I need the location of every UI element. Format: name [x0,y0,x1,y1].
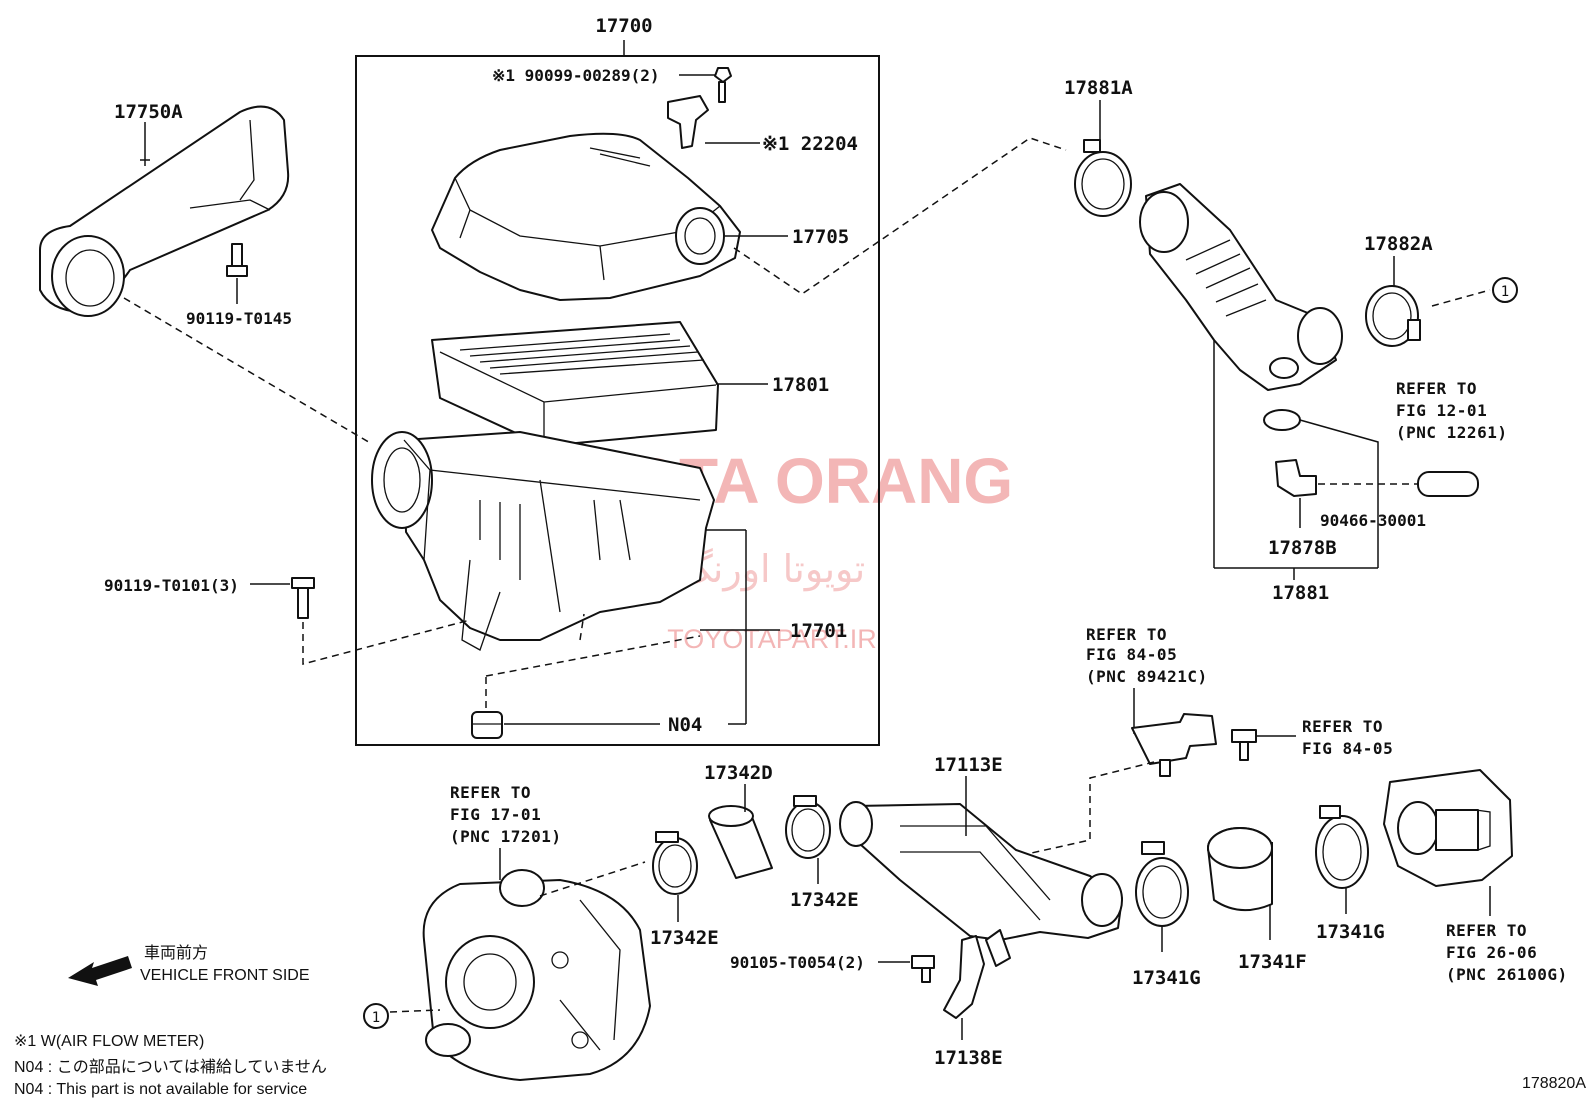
label-n04[interactable]: N04 [668,714,702,736]
assembly-box-17700 [355,55,880,746]
ref-circle-1-bottom-label: 1 [372,1010,380,1026]
label-17341g-right[interactable]: 17341G [1316,921,1385,943]
clamp-17341g-right[interactable] [1315,805,1369,889]
label-17342e-right[interactable]: 17342E [790,889,859,911]
label-17701[interactable]: 17701 [790,620,847,642]
ref-circle-1-top-label: 1 [1501,284,1509,300]
label-17341f[interactable]: 17341F [1238,951,1307,973]
ref-fig-26-06[interactable]: REFER TO FIG 26-06 (PNC 26100G) [1446,921,1568,984]
intake-pipe-17113e[interactable] [839,801,1123,967]
clamp-17342e-right[interactable] [785,795,831,859]
ref-fig12-line3: (PNC 12261) [1396,423,1507,442]
hose-17341f[interactable] [1207,827,1273,911]
figure-id: 178820A [1522,1075,1586,1092]
ref-fig84b-line1: REFER TO [1302,717,1383,736]
label-17342e-left[interactable]: 17342E [650,927,719,949]
label-90099-00289[interactable]: ※1 90099-00289(2) [492,66,660,85]
bolt-90119-t0145[interactable] [226,243,248,277]
ref-fig26-line2: FIG 26-06 [1446,943,1537,962]
inlet-duct-17750a[interactable] [39,105,290,317]
hose-17342d[interactable] [708,805,773,879]
label-17801[interactable]: 17801 [772,374,829,396]
turbocharger-ref[interactable] [422,869,651,1081]
ref-fig84b-line2: FIG 84-05 [1302,739,1393,758]
label-90105-t0054[interactable]: 90105-T0054(2) [730,953,865,972]
clamp-17341g-left[interactable] [1135,841,1189,927]
note-n04-en: N04 : This part is not available for ser… [14,1081,307,1098]
label-22204[interactable]: ※1 22204 [762,133,858,155]
bolt-90099-00289[interactable] [714,67,732,103]
label-17882a[interactable]: 17882A [1364,233,1433,255]
ref-circle-1-top[interactable] [1492,277,1518,303]
vehicle-front-arrow-icon [68,956,132,986]
air-filter-element-17801[interactable] [431,321,719,447]
label-17113e[interactable]: 17113E [934,754,1003,776]
ref-fig-84-05-sensor[interactable]: REFER TO FIG 84-05 (PNC 89421C) [1086,625,1208,686]
air-flow-meter-22204[interactable] [667,95,709,149]
ref-circle-1-bottom[interactable] [363,1003,389,1029]
grommet-n04[interactable] [471,711,503,739]
union-17878b[interactable] [1275,459,1317,497]
bracket-17138e[interactable] [943,935,985,1019]
label-17341g-left[interactable]: 17341G [1132,967,1201,989]
hose-clamp-small[interactable] [1263,409,1301,431]
label-17342d[interactable]: 17342D [704,762,773,784]
pressure-sensor-ref[interactable] [1131,713,1217,777]
clamp-17882a[interactable] [1365,285,1421,347]
ref-fig17-line3: (PNC 17201) [450,827,561,846]
bolt-90105-t0054[interactable] [911,955,935,983]
ref-fig12-line1: REFER TO [1396,379,1477,398]
ref-fig17-line2: FIG 17-01 [450,805,541,824]
watermark-site: TOYOTAPART.IR [667,624,877,654]
air-cleaner-case-17701[interactable] [371,431,715,651]
hose-17881[interactable] [1139,183,1343,391]
bolt-90119-t0101[interactable] [291,577,315,619]
ref-fig12-line2: FIG 12-01 [1396,401,1487,420]
clamp-17342e-left[interactable] [652,831,698,895]
vacuum-hose-ref[interactable] [1417,471,1479,497]
ref-fig26-line3: (PNC 26100G) [1446,965,1568,984]
label-17881[interactable]: 17881 [1272,582,1329,604]
label-17700[interactable]: 17700 [595,15,652,37]
air-cleaner-cap-17705[interactable] [431,132,741,301]
bolt-ref-fig-84-05[interactable] [1231,729,1257,761]
label-17705[interactable]: 17705 [792,226,849,248]
ref-fig84a-line1: REFER TO [1086,625,1167,644]
label-90466-30001[interactable]: 90466-30001 [1320,511,1426,530]
ref-fig17-line1: REFER TO [450,783,531,802]
clamp-17881a[interactable] [1074,139,1132,217]
ref-fig26-line1: REFER TO [1446,921,1527,940]
ref-fig-12-01[interactable]: REFER TO FIG 12-01 (PNC 12261) [1396,379,1507,442]
direction-en: VEHICLE FRONT SIDE [140,967,310,984]
ref-fig-84-05-bolt[interactable]: REFER TO FIG 84-05 [1302,717,1393,758]
label-17750a[interactable]: 17750A [114,101,183,123]
label-17881a[interactable]: 17881A [1064,77,1133,99]
ref-fig84a-line2: FIG 84-05 [1086,645,1177,664]
throttle-body-ref[interactable] [1383,769,1513,887]
ref-fig84a-line3: (PNC 89421C) [1086,667,1208,686]
label-17878b[interactable]: 17878B [1268,537,1337,559]
label-90119-t0145[interactable]: 90119-T0145 [186,309,292,328]
label-17138e[interactable]: 17138E [934,1047,1003,1069]
ref-fig-17-01[interactable]: REFER TO FIG 17-01 (PNC 17201) [450,783,561,846]
watermark-persian: تویوتا اورنگ [679,547,866,592]
note-n04-jp: N04 : この部品については補給していません [14,1058,327,1076]
note-air-flow-meter: ※1 W(AIR FLOW METER) [14,1033,204,1050]
direction-jp: 車両前方 [144,944,208,962]
label-90119-t0101[interactable]: 90119-T0101(3) [104,576,239,595]
